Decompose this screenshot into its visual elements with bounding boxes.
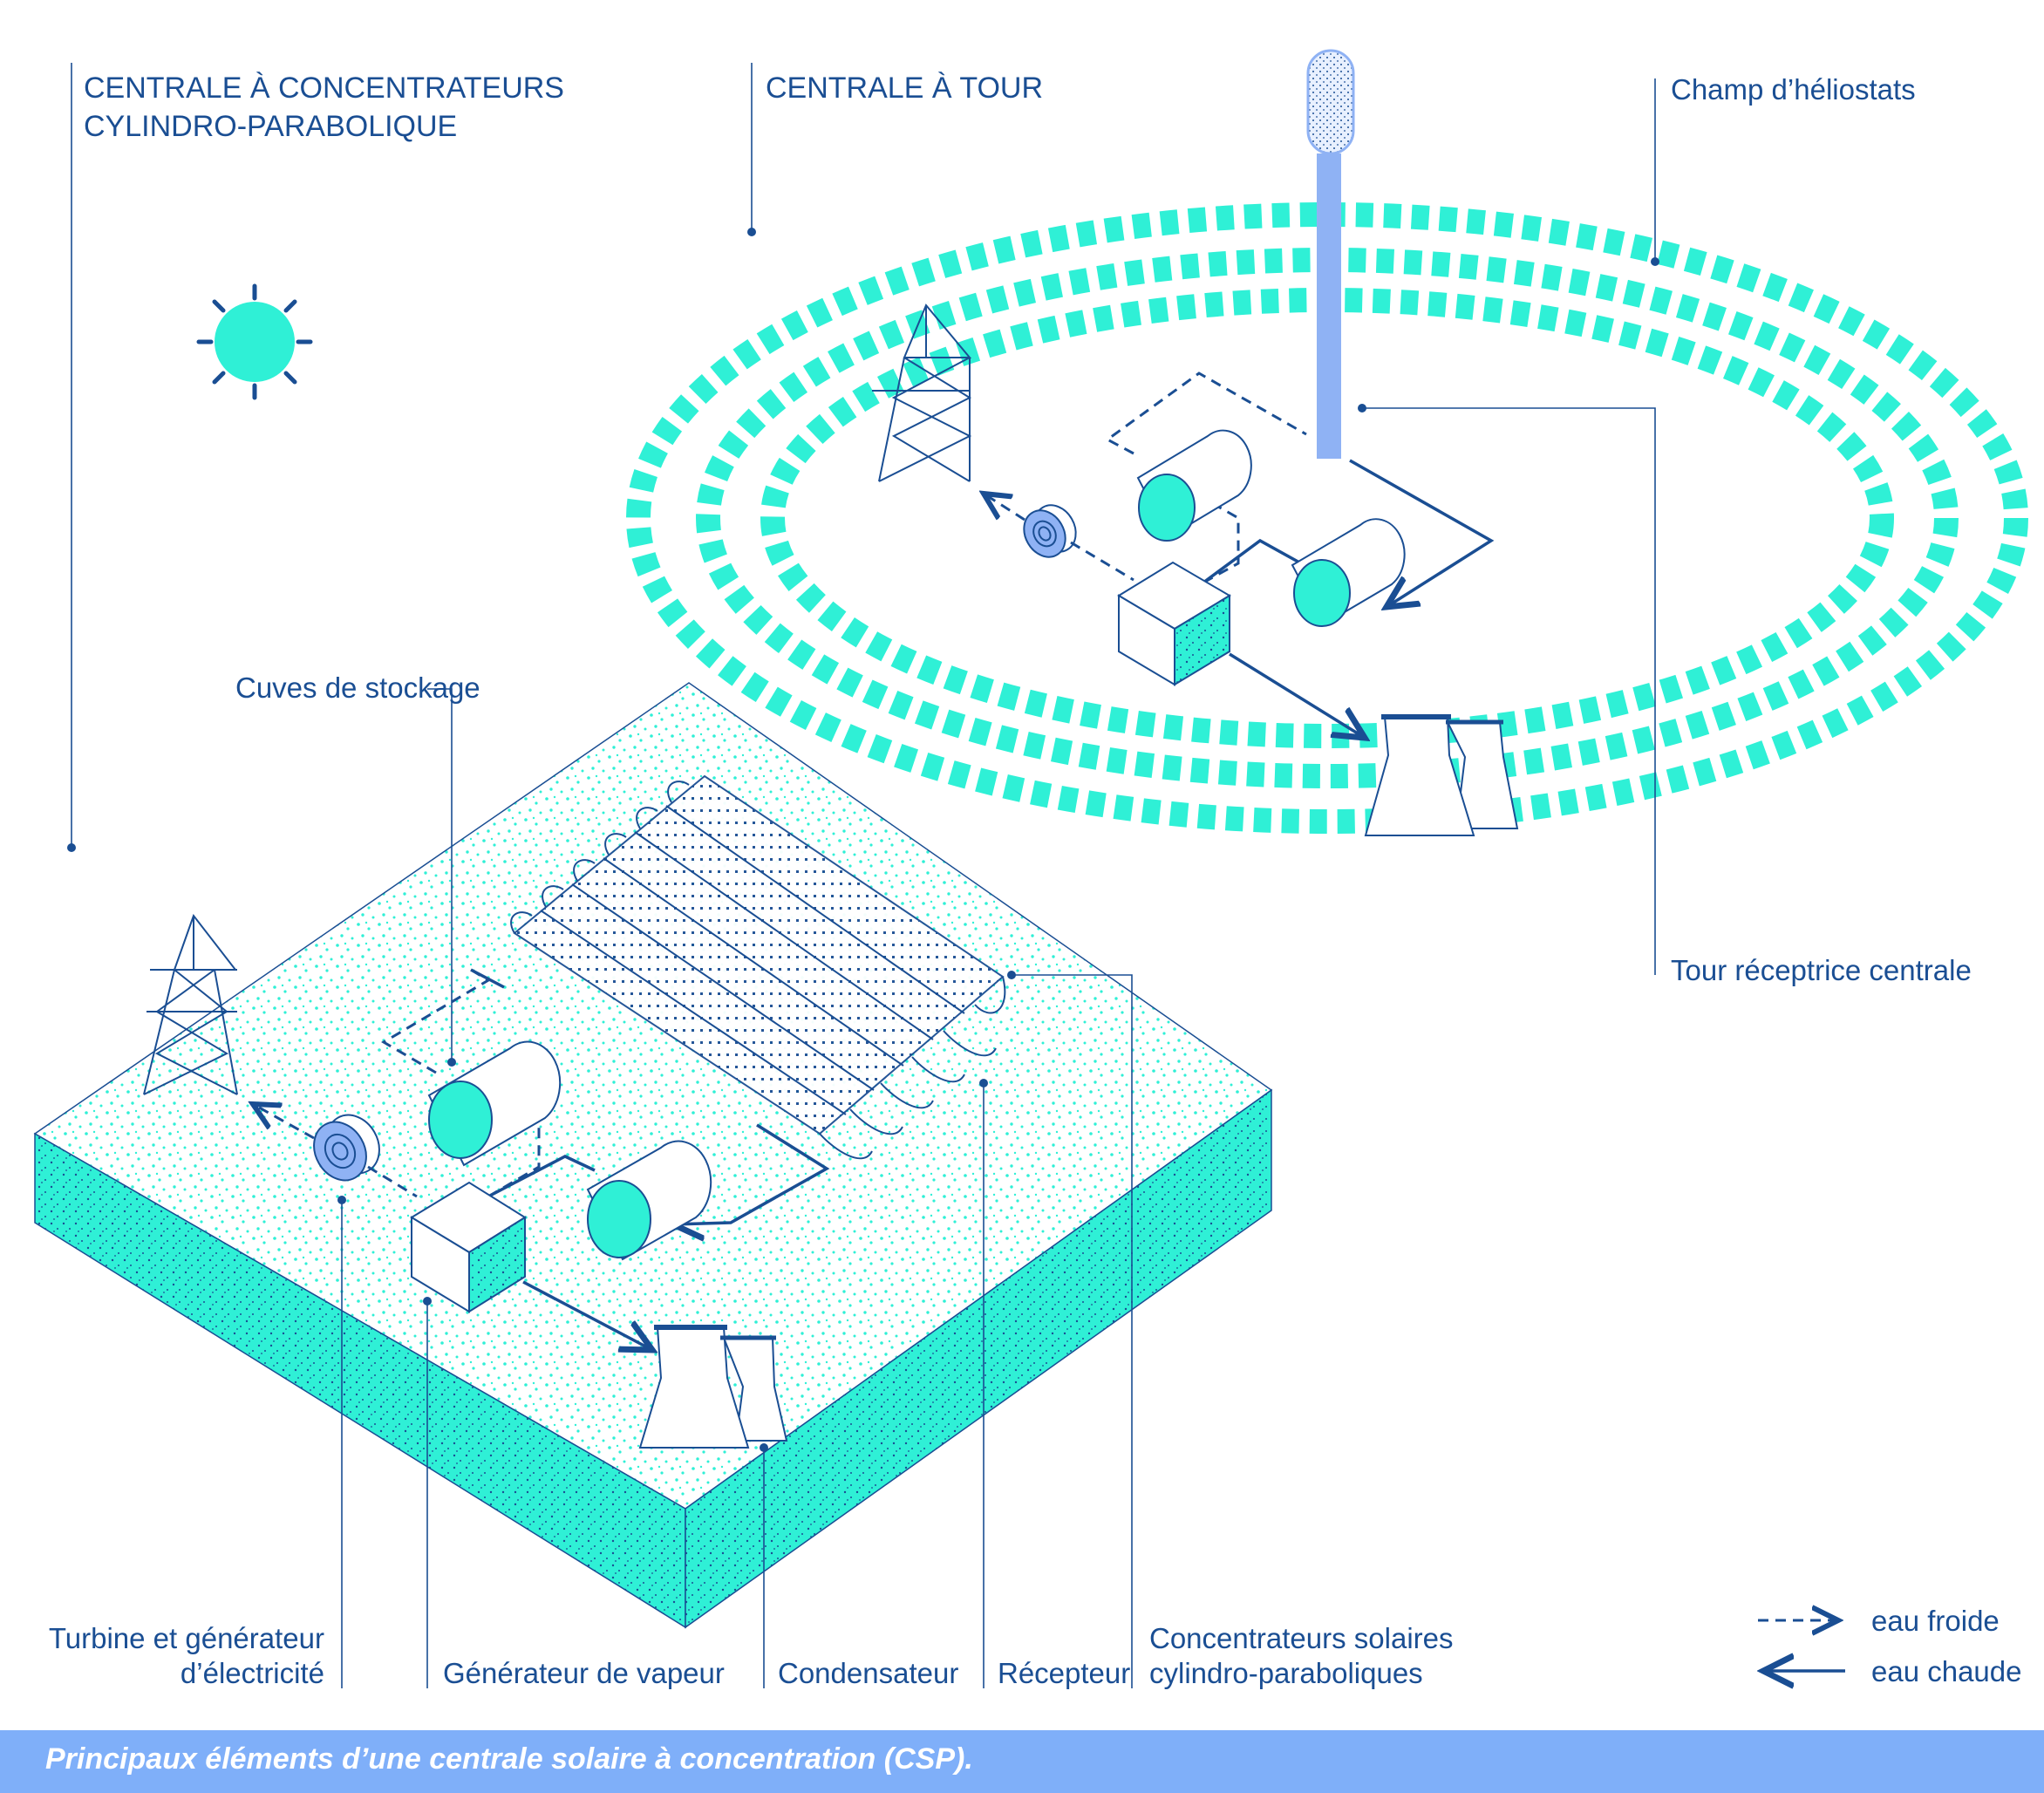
label-receiver: Récepteur: [998, 1657, 1130, 1689]
parabolic-trough-field: [510, 774, 1006, 1160]
label-condenser: Condensateur: [778, 1657, 958, 1689]
legend: eau froide eau chaude: [1758, 1605, 2022, 1687]
tower-storage-tank-lower: [1291, 518, 1406, 627]
label-central-tower: Tour réceptrice centrale: [1671, 954, 1972, 986]
trough-hot-pipe-tank: [487, 1155, 596, 1198]
label-heliostat-field: Champ d’héliostats: [1671, 73, 1916, 106]
tower-cold-pipe-turbine: [1070, 541, 1134, 582]
legend-hot-water-label: eau chaude: [1871, 1655, 2022, 1687]
trough-plant-title-line1: CENTRALE À CONCENTRATEURS: [84, 72, 564, 105]
trough-storage-tank-upper: [427, 1040, 562, 1167]
condenser-leader-dot: [760, 1443, 768, 1452]
sun-icon: [196, 283, 313, 400]
trough-cooling-tower-icon: [638, 1325, 788, 1449]
label-turbine-line2: d’électricité: [181, 1657, 324, 1689]
turbine-leader-dot: [337, 1196, 346, 1204]
tower-turbine-icon: [1023, 504, 1077, 558]
tower-hot-pipe-return: [1349, 459, 1495, 607]
label-concentrators-line2: cylindro-paraboliques: [1149, 1657, 1423, 1689]
tower-pylon-icon: [872, 303, 972, 482]
tower-title-leader-dot: [747, 228, 756, 236]
tower-storage-tank-upper: [1136, 429, 1252, 542]
trough-pipe-to-condenser: [522, 1280, 652, 1350]
central-tower-leader: [1362, 407, 1656, 975]
concentrators-leader-dot: [1007, 971, 1016, 979]
tower-cold-pipe-to-pylon: [984, 494, 1025, 522]
trough-plant-title-line2: CYLINDRO-PARABOLIQUE: [84, 110, 457, 143]
heliostat-field-leader-dot: [1651, 257, 1659, 266]
trough-storage-tank-lower: [586, 1140, 712, 1261]
figure-caption: Principaux éléments d’une centrale solai…: [45, 1742, 973, 1776]
tower-cold-pipe-loop: [1105, 372, 1307, 584]
trough-plant-slab: [33, 682, 1273, 1629]
concentrators-leader: [1012, 974, 1133, 1688]
tower-pipe-to-condenser: [1229, 652, 1365, 738]
trough-hot-pipe-return: [470, 968, 830, 1224]
trough-steam-generator-icon: [410, 1181, 527, 1313]
tower-cooling-tower-icon: [1364, 714, 1519, 836]
trough-cold-pipe-to-pylon: [253, 1104, 315, 1140]
central-tower-leader-dot: [1358, 404, 1366, 412]
caption-bar: Principaux éléments d’une centrale solai…: [0, 1730, 2044, 1793]
label-storage-tanks: Cuves de stockage: [235, 672, 480, 704]
steam-generator-leader-dot: [423, 1297, 432, 1306]
legend-cold-water-label: eau froide: [1871, 1605, 2000, 1637]
receiver-leader-dot: [979, 1079, 988, 1087]
storage-tanks-leader: [427, 688, 453, 1062]
trough-pylon-icon: [143, 913, 238, 1095]
storage-tanks-leader-dot: [447, 1058, 456, 1067]
label-turbine-line1: Turbine et générateur: [49, 1622, 324, 1654]
tower-hot-pipe-tank: [1202, 538, 1302, 584]
receiver-tower-icon: [1306, 49, 1355, 459]
heliostat-ring-outer: [626, 202, 2028, 834]
tower-plant-title: CENTRALE À TOUR: [766, 72, 1043, 105]
tower-steam-generator-icon: [1117, 561, 1231, 686]
trough-cold-pipe-turbine: [367, 1165, 418, 1198]
trough-title-leader-dot: [67, 843, 76, 852]
label-steam-generator: Générateur de vapeur: [443, 1657, 725, 1689]
label-concentrators-line1: Concentrateurs solaires: [1149, 1622, 1454, 1654]
trough-turbine-icon: [313, 1114, 380, 1182]
